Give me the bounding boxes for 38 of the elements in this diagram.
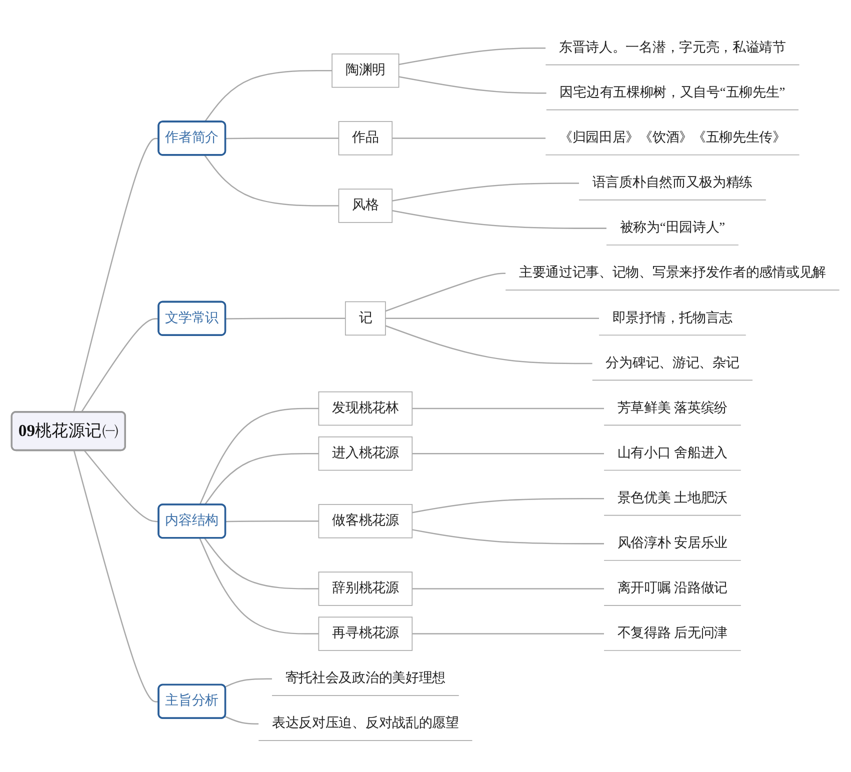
- connector: [398, 76, 546, 94]
- connector: [73, 450, 159, 702]
- connector: [199, 408, 319, 506]
- connector: [226, 138, 339, 140]
- connector: [385, 318, 600, 320]
- node-box: 进入桃花源: [318, 436, 413, 471]
- connector: [392, 210, 606, 229]
- connector: [204, 538, 319, 590]
- connector: [204, 70, 332, 122]
- connector: [385, 325, 592, 364]
- node-box: 再寻桃花源: [318, 616, 413, 651]
- node-box: 作品: [338, 121, 393, 156]
- connector: [226, 520, 319, 522]
- node-box: 辞别桃花源: [318, 572, 413, 606]
- node-box: 发现桃花林: [318, 391, 413, 426]
- connector: [398, 47, 546, 66]
- connector: [412, 529, 604, 544]
- connector: [204, 452, 319, 506]
- connector: [224, 678, 272, 688]
- connector: [84, 450, 159, 522]
- connector: [385, 272, 506, 312]
- connector: [412, 588, 604, 590]
- connector: [412, 408, 604, 410]
- connector: [224, 716, 259, 725]
- node-box: 做客桃花源: [318, 504, 413, 538]
- node-box: 陶渊明: [332, 54, 400, 88]
- connector: [80, 318, 159, 413]
- connector: [73, 138, 159, 412]
- node-box: 记: [344, 301, 386, 336]
- connector: [392, 182, 580, 202]
- connector: [226, 318, 346, 320]
- connector: [199, 538, 319, 634]
- connector: [412, 633, 604, 634]
- connector: [412, 452, 604, 454]
- connector: [412, 498, 604, 514]
- connector: [204, 154, 339, 206]
- connector: [392, 138, 546, 139]
- node-box: 风格: [338, 188, 393, 223]
